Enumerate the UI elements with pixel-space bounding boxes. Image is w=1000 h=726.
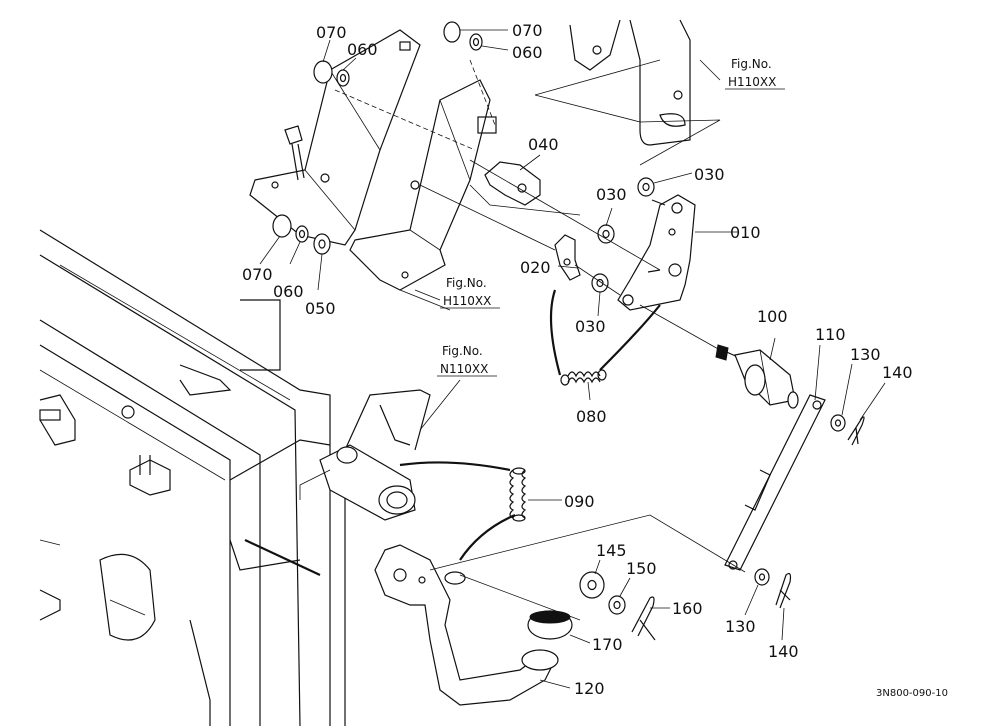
frame-structure <box>39 229 346 726</box>
label-110: 110 <box>815 325 846 344</box>
label-030-c: 030 <box>575 317 606 336</box>
washers-145-150-pin-160 <box>429 514 746 641</box>
leader-lines <box>259 29 886 689</box>
part-040-cam <box>469 161 581 216</box>
part-120-pedal <box>374 544 559 706</box>
label-070-a: 070 <box>316 23 347 42</box>
part-100-shaft <box>715 344 799 409</box>
label-120: 120 <box>574 679 605 698</box>
fig-ref-1-code: H110XX <box>728 75 776 89</box>
part-170-pedal-pad <box>527 610 573 640</box>
fig-ref-3-title: Fig.No. <box>442 344 483 358</box>
spring-090 <box>399 461 527 561</box>
label-030-b: 030 <box>694 165 725 184</box>
part-labels: 070 060 070 060 040 030 030 010 020 030 … <box>242 21 913 698</box>
upper-bracket-left <box>249 29 421 246</box>
assembly-lines <box>399 159 721 351</box>
label-040: 040 <box>528 135 559 154</box>
fig-ref-1-title: Fig.No. <box>731 57 772 71</box>
spring-080 <box>549 289 661 386</box>
fig-ref-middle: Fig.No. H110XX <box>440 276 500 309</box>
part-110-link <box>724 394 826 571</box>
label-060-a: 060 <box>347 40 378 59</box>
label-160: 160 <box>672 599 703 618</box>
nut-washer-cluster-top <box>272 21 483 255</box>
label-130-a: 130 <box>850 345 881 364</box>
pedal-pivot-assembly <box>299 389 431 521</box>
part-020-lever <box>554 234 581 281</box>
fig-ref-2-code: H110XX <box>443 294 491 308</box>
label-070-b: 070 <box>512 21 543 40</box>
bolt <box>284 125 305 181</box>
label-030-a: 030 <box>596 185 627 204</box>
fig-ref-top-right: Fig.No. H110XX <box>725 57 785 90</box>
upper-bracket-right <box>334 59 497 291</box>
label-100: 100 <box>757 307 788 326</box>
label-150: 150 <box>626 559 657 578</box>
part-010-plate <box>617 194 696 311</box>
drawing-code: 3N800-090-10 <box>876 688 948 699</box>
washer-pin-lower <box>754 568 792 609</box>
label-060-b: 060 <box>512 43 543 62</box>
label-060-c: 060 <box>273 282 304 301</box>
fig-ref-3-code: N110XX <box>440 362 488 376</box>
fig-ref-2-title: Fig.No. <box>446 276 487 290</box>
label-070-c: 070 <box>242 265 273 284</box>
fig-ref-left: Fig.No. N110XX <box>437 344 497 377</box>
label-020: 020 <box>520 258 551 277</box>
label-050: 050 <box>305 299 336 318</box>
label-010: 010 <box>730 223 761 242</box>
label-140-a: 140 <box>882 363 913 382</box>
label-080: 080 <box>576 407 607 426</box>
washer-pin-upper <box>830 414 865 446</box>
label-170: 170 <box>592 635 623 654</box>
ref-bracket-top-right <box>534 19 721 166</box>
label-145: 145 <box>596 541 627 560</box>
label-090: 090 <box>564 492 595 511</box>
label-130-b: 130 <box>725 617 756 636</box>
label-140-b: 140 <box>768 642 799 661</box>
